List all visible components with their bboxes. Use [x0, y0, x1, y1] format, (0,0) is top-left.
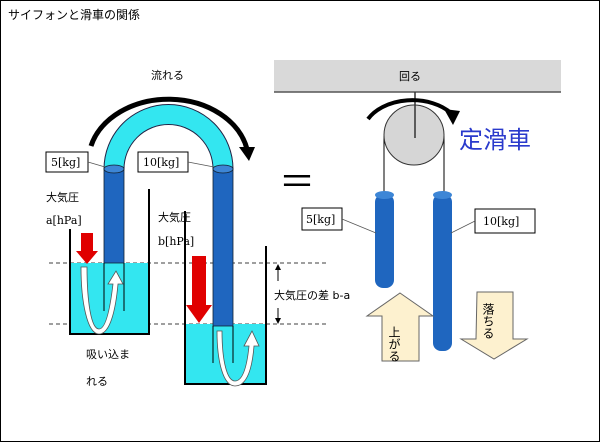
right-weight-label: 10[kg] — [143, 156, 179, 169]
right-flow-curve-icon — [216, 330, 260, 387]
fixed-pulley-title: 定滑車 — [459, 126, 531, 154]
left-flow-curve-icon — [80, 266, 124, 335]
rotate-arrow-icon — [366, 98, 453, 121]
flow-arrowhead-icon — [239, 147, 255, 161]
right-pressure-arrow-icon — [186, 256, 212, 323]
left-weight-label: 5[kg] — [51, 156, 80, 169]
down-label: 落ちる — [481, 303, 495, 339]
up-label: 上がる — [387, 326, 401, 362]
rotate-label: 回る — [399, 70, 421, 83]
pulley-right-weight-label: 10[kg] — [483, 215, 519, 228]
left-pressure-arrow-icon — [76, 233, 98, 264]
right-pressure-unit: b[hPa] — [158, 235, 194, 248]
pressure-diff-label: 大気圧の差 b-a — [274, 288, 350, 302]
diagram-title: サイフォンと滑車の関係 — [8, 8, 140, 22]
flow-arrow-icon — [88, 96, 250, 150]
pulley-wheel — [383, 104, 445, 166]
pulley-right-weight-box — [474, 208, 536, 234]
suction-label-line1: 吸い込ま — [86, 348, 130, 361]
flow-label: 流れる — [151, 68, 184, 82]
equals-sign: ＝ — [279, 162, 315, 203]
left-pressure-label: 大気圧 — [46, 190, 79, 204]
right-pressure-label: 大気圧 — [158, 210, 191, 224]
left-weight-cylinder — [375, 191, 394, 288]
up-arrow-icon — [365, 292, 435, 362]
right-weight-cylinder — [433, 191, 452, 351]
ceiling — [274, 60, 561, 92]
siphon-tube — [103, 104, 234, 363]
suction-label-line2: れる — [86, 375, 108, 388]
left-pressure-unit: a[hPa] — [46, 214, 82, 227]
pulley-left-weight-label: 5[kg] — [306, 213, 335, 226]
down-arrow-icon — [459, 291, 529, 360]
